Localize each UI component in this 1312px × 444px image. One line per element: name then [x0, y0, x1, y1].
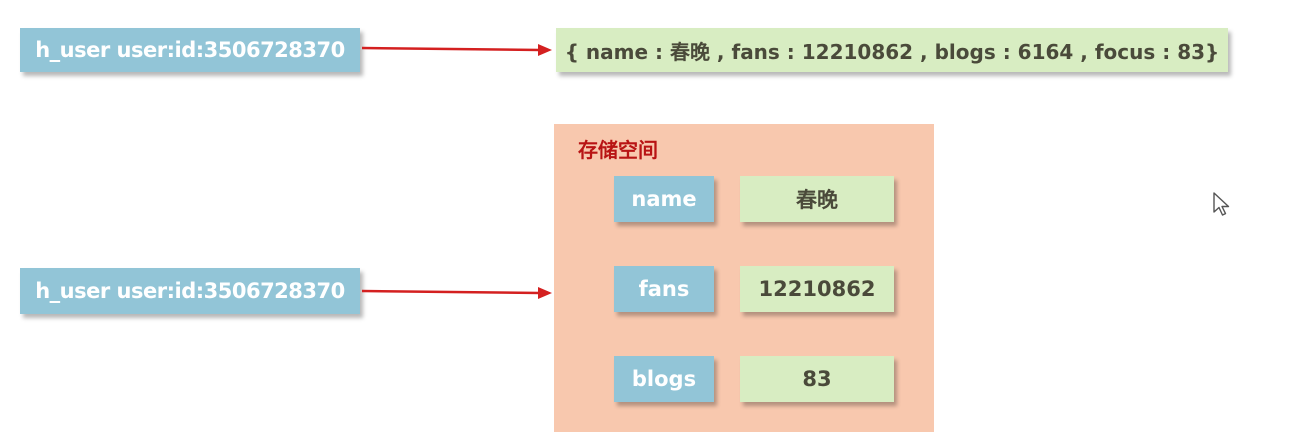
field-name-label: name — [631, 187, 697, 211]
field-name-value-box: 春晚 — [740, 176, 894, 222]
field-fans-box: fans — [614, 266, 714, 312]
bottom-arrow-line — [361, 289, 541, 295]
storage-title: 存储空间 — [578, 138, 658, 162]
field-blogs-label: blogs — [631, 367, 697, 391]
field-name-value: 春晚 — [796, 188, 838, 212]
field-blogs-value-box: 83 — [740, 356, 894, 402]
bottom-key-box: h_user user:id:3506728370 — [20, 268, 360, 314]
top-value-box: { name : 春晚 , fans : 12210862 , blogs : … — [556, 28, 1228, 72]
field-blogs-value: 83 — [802, 367, 832, 391]
mouse-pointer-icon — [1213, 192, 1230, 216]
field-name-box: name — [614, 176, 714, 222]
top-key-label: h_user user:id:3506728370 — [35, 38, 345, 62]
top-arrow-line — [361, 46, 541, 52]
field-fans-label: fans — [638, 277, 690, 301]
field-blogs-box: blogs — [614, 356, 714, 402]
top-key-box: h_user user:id:3506728370 — [20, 28, 360, 72]
top-arrow-head — [538, 44, 552, 56]
bottom-arrow-head — [538, 287, 552, 299]
field-fans-value: 12210862 — [758, 277, 876, 301]
field-fans-value-box: 12210862 — [740, 266, 894, 312]
top-value-label: { name : 春晚 , fans : 12210862 , blogs : … — [564, 39, 1220, 64]
bottom-key-label: h_user user:id:3506728370 — [35, 279, 345, 303]
